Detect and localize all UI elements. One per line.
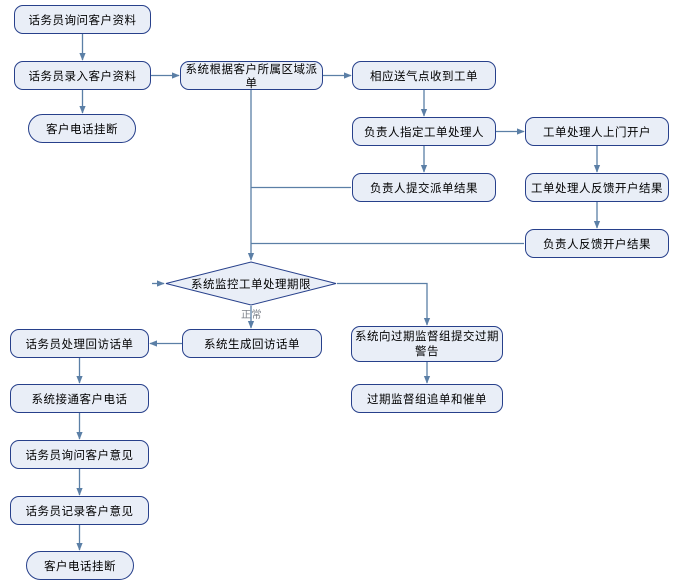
node-agent-handles-callback-ticket[interactable]: 话务员处理回访话单 bbox=[10, 329, 149, 358]
edge-n11-n18 bbox=[337, 282, 431, 326]
node-manager-feedback-result[interactable]: 负责人反馈开户结果 bbox=[525, 229, 669, 258]
diamond-shape bbox=[165, 261, 337, 306]
node-overdue-group-follow-up[interactable]: 过期监督组追单和催单 bbox=[351, 384, 503, 413]
node-gas-station-receives-order[interactable]: 相应送气点收到工单 bbox=[352, 61, 496, 90]
node-enter-customer-info[interactable]: 话务员录入客户资料 bbox=[14, 61, 151, 90]
node-monitor-order-deadline-label: 系统监控工单处理期限 bbox=[191, 276, 311, 291]
node-system-generates-callback-ticket[interactable]: 系统生成回访话单 bbox=[182, 329, 322, 358]
node-customer-hangup-top[interactable]: 客户电话挂断 bbox=[28, 114, 136, 143]
node-customer-hangup-bottom[interactable]: 客户电话挂断 bbox=[26, 551, 134, 580]
node-handler-feedback-result[interactable]: 工单处理人反馈开户结果 bbox=[525, 173, 669, 202]
node-monitor-order-deadline[interactable]: 系统监控工单处理期限 bbox=[165, 261, 337, 306]
node-agent-records-customer-opinion[interactable]: 话务员记录客户意见 bbox=[10, 496, 149, 525]
node-inquire-customer-info[interactable]: 话务员询问客户资料 bbox=[14, 5, 151, 34]
node-system-connects-customer-call[interactable]: 系统接通客户电话 bbox=[10, 384, 149, 413]
node-agent-asks-customer-opinion[interactable]: 话务员询问客户意见 bbox=[10, 440, 149, 469]
node-system-submits-overdue-warning[interactable]: 系统向过期监督组提交过期警告 bbox=[351, 326, 503, 362]
node-system-dispatch-by-region[interactable]: 系统根据客户所属区域派单 bbox=[180, 61, 323, 90]
edge-label-normal: 正常 bbox=[241, 310, 262, 321]
node-manager-submits-dispatch-result[interactable]: 负责人提交派单结果 bbox=[352, 173, 496, 202]
node-manager-assigns-handler[interactable]: 负责人指定工单处理人 bbox=[352, 117, 496, 146]
node-handler-onsite-account-opening[interactable]: 工单处理人上门开户 bbox=[525, 117, 669, 146]
